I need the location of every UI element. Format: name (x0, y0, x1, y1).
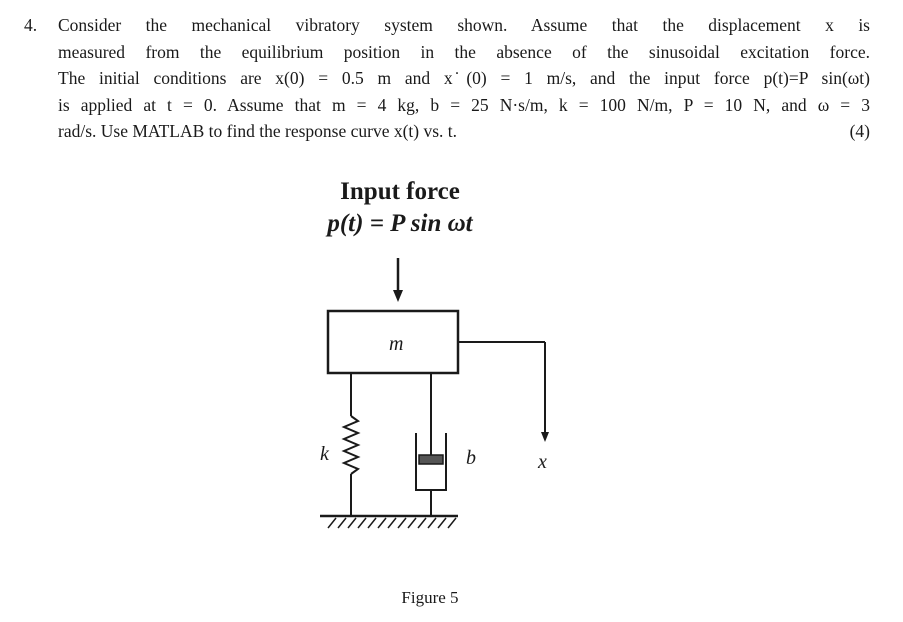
problem-statement: 4. Consider the mechanical vibratory sys… (24, 12, 870, 145)
mass-block (326, 309, 460, 375)
figure-equation: p(t) = P sin ωt (327, 210, 473, 237)
displacement-arrowhead (541, 432, 549, 442)
problem-line-5-wrap: rad/s. Use MATLAB to find the response c… (58, 118, 870, 145)
problem-line-4: is applied at t = 0. Assume that m = 4 k… (58, 94, 870, 115)
damper-label: b (466, 447, 476, 469)
displacement-label: x (537, 451, 547, 473)
mass-label: m (389, 333, 403, 355)
figure-caption: Figure 5 (401, 588, 459, 607)
damper (415, 373, 447, 516)
ground (320, 514, 458, 529)
problem-line-1: Consider the mechanical vibratory system… (58, 15, 870, 35)
problem-line-5: rad/s. Use MATLAB to find the response c… (58, 121, 458, 141)
input-force-arrow (393, 258, 403, 302)
problem-marks: (4) (849, 121, 870, 141)
problem-number: 4. (24, 15, 38, 35)
spring (341, 373, 361, 516)
displacement-arrow (458, 341, 546, 436)
problem-line-3: The initial conditions are x(0) = 0.5 m … (58, 68, 870, 88)
spring-label: k (320, 443, 330, 465)
problem-line-2: measured from the equilibrium position i… (58, 41, 870, 62)
figure-heading: Input force (340, 178, 460, 205)
